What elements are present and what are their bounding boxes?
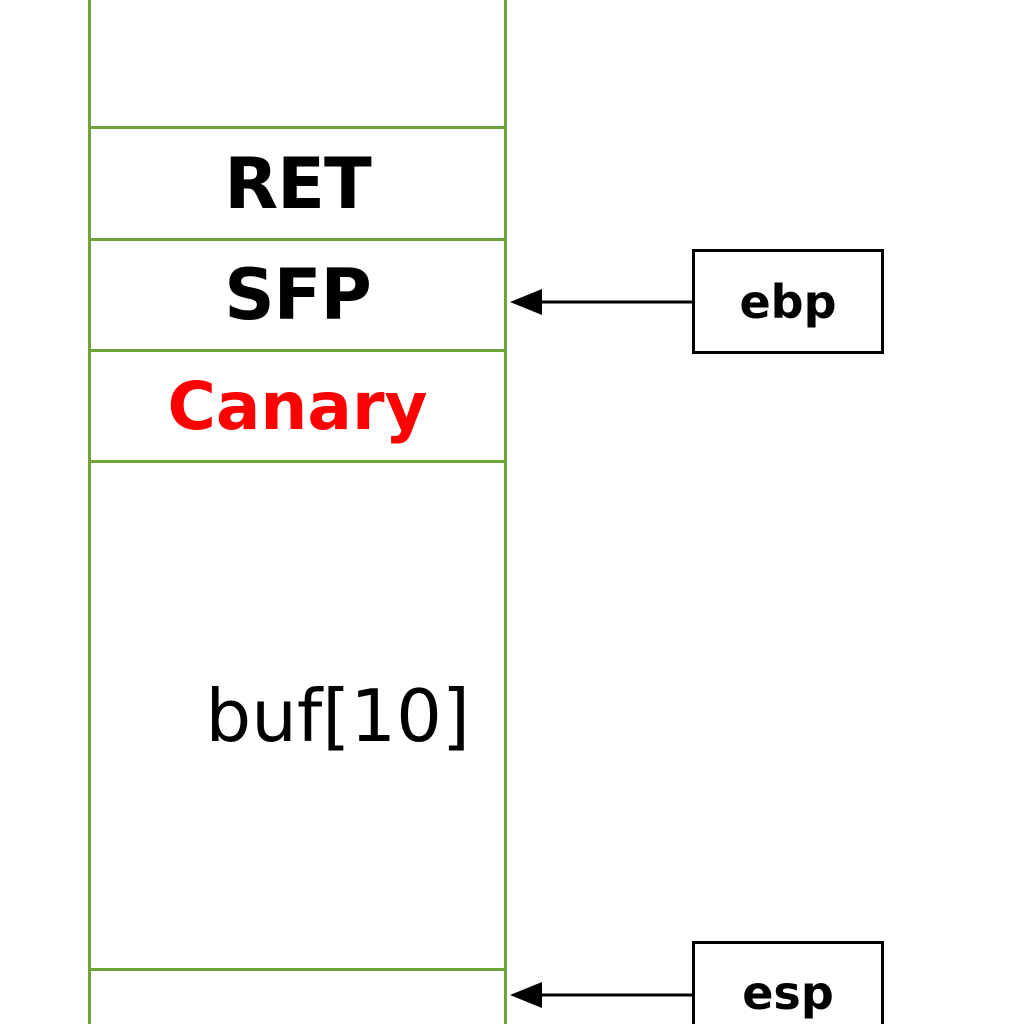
ebp-register-label: ebp: [739, 274, 837, 329]
ebp-arrow-head: [510, 289, 542, 315]
divider-sfp-canary: [88, 349, 507, 352]
stack-right-border: [504, 0, 507, 1024]
sfp-cell-label: SFP: [224, 254, 372, 336]
ret-cell-label: RET: [224, 142, 371, 225]
esp-register-box: esp: [692, 941, 884, 1024]
divider-top-ret: [88, 126, 507, 129]
ebp-register-box: ebp: [692, 249, 884, 354]
esp-arrow: [510, 982, 694, 1008]
canary-cell-label: Canary: [167, 367, 428, 445]
buf-cell-label: buf[10]: [205, 673, 470, 758]
stack-left-border: [88, 0, 91, 1024]
ebp-arrow: [510, 289, 694, 315]
divider-canary-buf: [88, 460, 507, 463]
esp-arrow-head: [510, 982, 542, 1008]
divider-ret-sfp: [88, 238, 507, 241]
divider-buf-bottom: [88, 968, 507, 971]
esp-register-label: esp: [742, 966, 834, 1020]
